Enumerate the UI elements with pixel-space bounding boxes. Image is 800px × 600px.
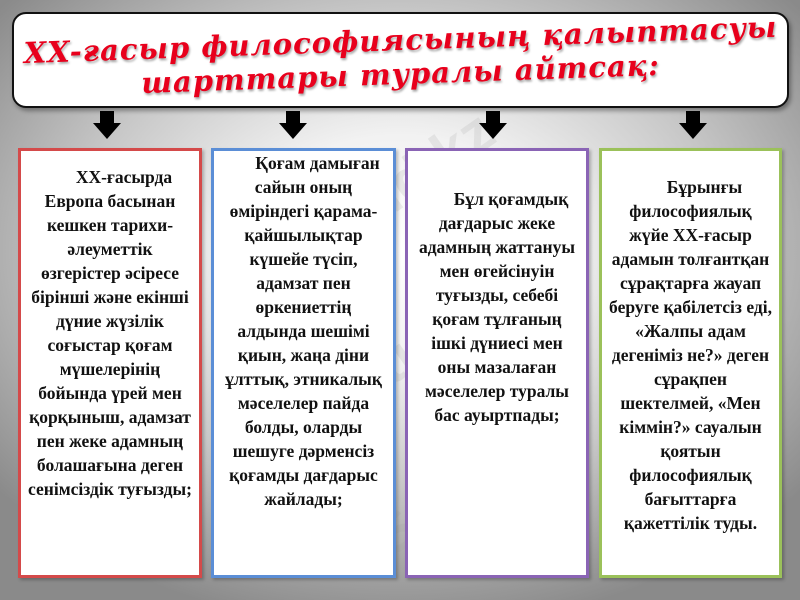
condition-text-3: Бұл қоғамдық дағдарыс жеке адамның жатта… bbox=[418, 189, 576, 425]
title-banner: XX-ғасыр философиясының қалыптасуы шартт… bbox=[12, 10, 789, 108]
condition-card-1: XX-ғасырда Европа басынан кешкен тарихи-… bbox=[18, 148, 202, 578]
condition-text-1: XX-ғасырда Европа басынан кешкен тарихи-… bbox=[28, 167, 192, 499]
condition-card-2: Қоғам дамыған сайын оның өміріндегі қара… bbox=[211, 148, 396, 578]
down-arrow-icon bbox=[679, 111, 707, 139]
down-arrow-icon bbox=[279, 111, 307, 139]
down-arrow-icon bbox=[479, 111, 507, 139]
condition-card-4: Бұрынғы философиялық жүйе XX-ғасыр адамы… bbox=[599, 148, 782, 578]
condition-card-3: Бұл қоғамдық дағдарыс жеке адамның жатта… bbox=[405, 148, 589, 578]
condition-text-2: Қоғам дамыған сайын оның өміріндегі қара… bbox=[225, 153, 382, 509]
down-arrow-icon bbox=[93, 111, 121, 139]
condition-text-4: Бұрынғы философиялық жүйе XX-ғасыр адамы… bbox=[609, 177, 772, 533]
